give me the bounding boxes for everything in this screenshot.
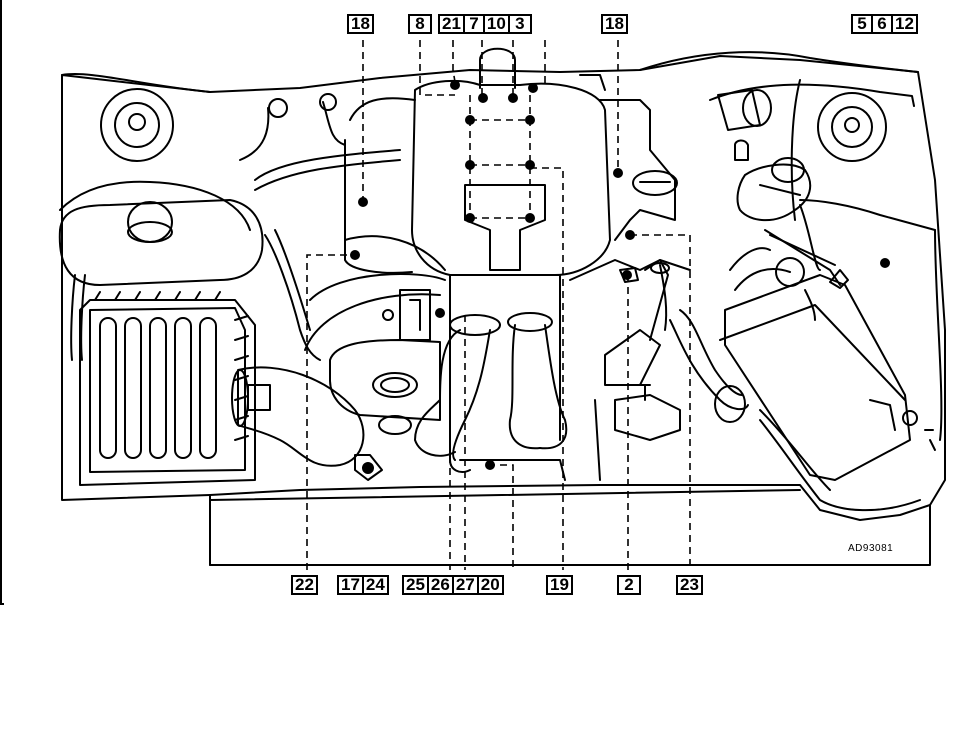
hose-right: [508, 324, 541, 450]
callout-bottom-17-24: 17 24: [337, 575, 389, 595]
callout-number: 23: [680, 575, 699, 594]
callout-top-21-7-10-3: 21 7 10 3: [438, 14, 532, 34]
callout-number: 2: [624, 575, 634, 594]
drawing-code: AD93081: [848, 543, 894, 554]
callout-number: 21: [440, 15, 465, 32]
callout-number: 3: [515, 14, 525, 33]
callout-number: 5: [853, 15, 873, 32]
callout-number: 20: [480, 575, 500, 594]
callout-bottom-19: 19: [546, 575, 573, 595]
intake-manifold: [411, 79, 611, 276]
callout-number: 25: [404, 576, 429, 593]
battery: [724, 274, 911, 481]
callout-bottom-23: 23: [676, 575, 703, 595]
window-left-edge: [0, 0, 2, 605]
intake-hose: [237, 366, 365, 467]
callout-bottom-2: 2: [617, 575, 641, 595]
callout-number: 6: [873, 15, 893, 32]
callout-number: 10: [485, 15, 510, 32]
coolant-reservoir: [58, 199, 264, 286]
callout-top-5-6-12: 5 6 12: [851, 14, 918, 34]
engine-bay-drawing: [58, 40, 946, 570]
callout-number: 24: [365, 575, 385, 594]
callout-number: 12: [895, 14, 914, 33]
callout-number: 26: [429, 576, 454, 593]
window-bottom-edge: [0, 603, 4, 605]
callout-number: 18: [605, 14, 624, 33]
callout-top-18-left: 18: [347, 14, 374, 34]
callout-number: 22: [295, 575, 314, 594]
callout-top-18-right: 18: [601, 14, 628, 34]
callout-number: 19: [550, 575, 569, 594]
callout-top-8: 8: [408, 14, 432, 34]
callout-bottom-25-26-27-20: 25 26 27 20: [402, 575, 504, 595]
bay-outline: [61, 55, 946, 521]
callout-bottom-22: 22: [291, 575, 318, 595]
air-filter-box: [79, 299, 256, 486]
callout-number: 27: [454, 576, 479, 593]
callout-number: 18: [351, 14, 370, 33]
callout-number: 17: [339, 576, 364, 593]
callout-number: 7: [465, 15, 485, 32]
hose-left: [414, 329, 461, 457]
callout-number: 8: [415, 14, 425, 33]
